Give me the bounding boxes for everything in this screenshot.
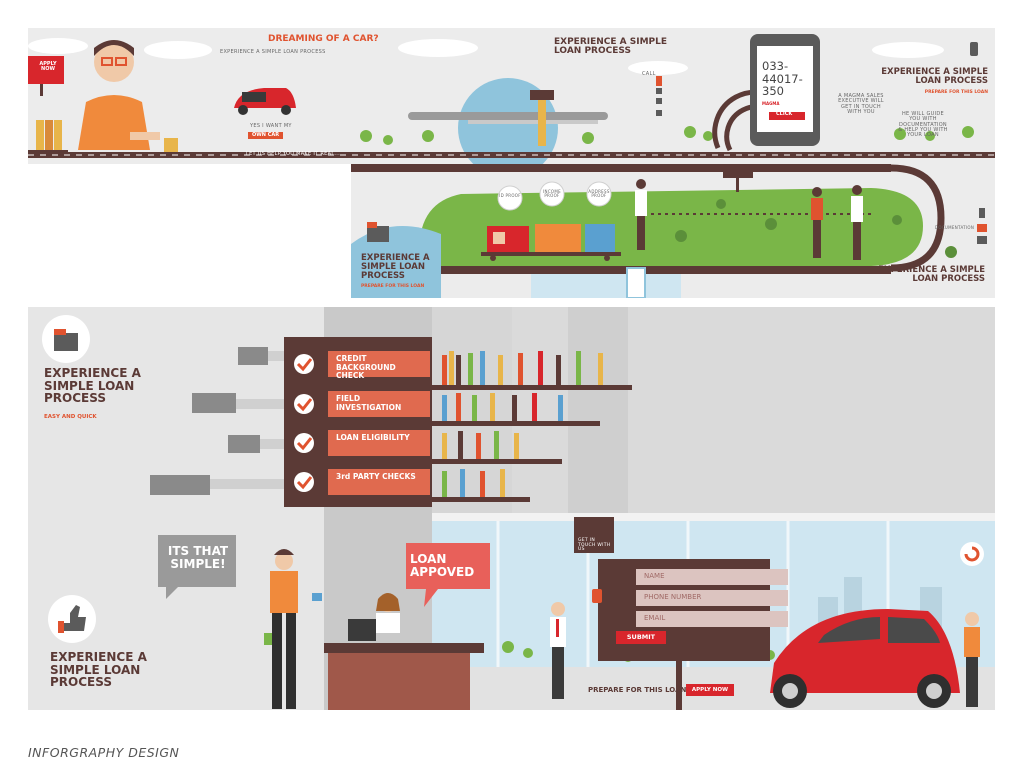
middle-prepare-left: PREPARE FOR THIS LOAN (361, 284, 425, 289)
loan-approved: LOAN APPOVED (410, 552, 475, 579)
mobile-phone (750, 34, 820, 146)
phone-number-line1: 033- (762, 59, 789, 73)
pin-income-proof: INCOME PROOF (543, 189, 561, 199)
apply-now-label[interactable]: APPLY NOW (39, 61, 57, 73)
sales-executive (635, 179, 647, 250)
bottom-banner-illustration (42, 307, 995, 710)
call-icon (656, 76, 662, 86)
binders (28, 120, 68, 154)
middle-headline-bottom-right: EXPERIENCE A SIMPLE LOAN PROCESS (878, 265, 985, 284)
headline-bottom: EXPERIENCE A SIMPLE LOAN PROCESS (50, 650, 147, 690)
prepare-text: PREPARE FOR THIS LOAN (588, 686, 687, 694)
email-input[interactable]: EMAIL (636, 611, 788, 627)
middle-trees (675, 199, 957, 258)
top-banner: APPLY NOW DREAMING OF A CAR? EXPERIENCE … (28, 28, 995, 164)
customer-man (264, 549, 322, 709)
middle-banner-illustration (351, 164, 987, 298)
pin-id-proof: ID PROOF (499, 193, 521, 198)
thumbs-up-icon (62, 605, 86, 631)
submit-button[interactable]: SUBMIT (616, 631, 666, 644)
pencil-cup (164, 138, 178, 152)
phone-number-line3: 350 (762, 84, 784, 99)
phone-number-line2: 44017- (762, 71, 803, 86)
simple-bubble (158, 535, 236, 599)
phone-number-input[interactable]: PHONE NUMBER (636, 590, 788, 606)
bottom-banner: EXPERIENCE A SIMPLE LOAN PROCESS EASY AN… (28, 307, 995, 710)
phone-icon (970, 42, 978, 56)
headline-center: EXPERIENCE A SIMPLE LOAN PROCESS (554, 37, 668, 57)
guide-text: HE WILL GUIDE YOU WITH DOCUMENTATION & H… (898, 111, 948, 138)
touch-sign (574, 517, 614, 553)
refresh-icon (964, 546, 980, 562)
dreaming-subtitle: EXPERIENCE A SIMPLE LOAN PROCESS (220, 49, 326, 55)
executive-man (550, 602, 566, 699)
income-card (535, 224, 581, 252)
documentation-folder-icon (977, 224, 987, 232)
easy-text: EASY AND QUICK (44, 414, 97, 420)
step-field-investigation: FIELD INVESTIGATION (328, 391, 430, 417)
reception-desk (324, 593, 484, 710)
doc-pins (497, 181, 612, 211)
headline-right: EXPERIENCE A SIMPLE LOAN PROCESS (881, 67, 988, 86)
clouds (28, 38, 944, 75)
pin-address-proof: ADDRESS PROOF (588, 189, 610, 199)
apply-now-sign (28, 56, 64, 84)
building-glass (531, 274, 681, 298)
man-illustration (78, 40, 160, 150)
road-text: LET US HELP YOU MAKE IT REAL... (246, 151, 341, 157)
middle-banner: ID PROOF INCOME PROOF ADDRESS PROOF EXPE… (351, 164, 995, 298)
red-car-small (234, 88, 296, 115)
cctv-cameras (150, 347, 284, 495)
form-phone-icon (592, 589, 602, 603)
tower (538, 96, 546, 146)
bookshelf (432, 351, 632, 502)
step-credit-background-check: CREDIT BACKGROUND CHECK (328, 351, 430, 380)
approved-bubble (406, 543, 490, 607)
prepare-right: PREPARE FOR THIS LOAN (924, 90, 988, 95)
address-card (585, 224, 615, 252)
own-car-button[interactable]: OWN CAR (248, 132, 284, 140)
trees (360, 126, 974, 145)
red-car (770, 609, 960, 708)
get-in-touch: GET IN TOUCH WITH US (578, 538, 611, 553)
phone-number: 033- 44017- 350 (762, 60, 803, 98)
phone-click-button[interactable]: CLICK (776, 111, 793, 117)
middle-headline-left: EXPERIENCE A SIMPLE LOAN PROCESS (361, 253, 430, 281)
headline-top: EXPERIENCE A SIMPLE LOAN PROCESS (44, 366, 141, 406)
apply-now-button[interactable]: APPLY NOW (686, 684, 734, 696)
folder-icon (54, 333, 78, 351)
step-loan-eligibility: LOAN ELIGIBILITY (328, 430, 430, 456)
dreaming-title: DREAMING OF A CAR? (268, 34, 379, 44)
call-label: CALL (642, 71, 656, 77)
folder-icon (367, 226, 389, 242)
documentation-phone-icon (979, 208, 985, 218)
road-loop (890, 164, 945, 272)
monitor (348, 619, 376, 641)
documentation-label: DOCUMENTATION (935, 225, 975, 230)
phone-brand: MAGMA (762, 101, 780, 106)
caption: INFORGRAPHY DESIGN (28, 744, 180, 760)
top-banner-illustration (28, 34, 995, 164)
magma-text: A MAGMA SALES EXECUTIVE WILL GET IN TOUC… (838, 93, 884, 115)
want-text: YES I WANT MY (250, 123, 292, 129)
check-marks (296, 358, 313, 490)
step-third-party-checks: 3rd PARTY CHECKS (328, 469, 430, 495)
check-icons (294, 354, 314, 492)
salesman-near-car (964, 612, 980, 707)
water (351, 226, 441, 298)
refresh-icon-circle (960, 542, 984, 566)
its-that-simple: ITS THAT SIMPLE! (167, 544, 229, 571)
name-input[interactable]: NAME (636, 569, 788, 585)
handshake-people (811, 185, 863, 260)
